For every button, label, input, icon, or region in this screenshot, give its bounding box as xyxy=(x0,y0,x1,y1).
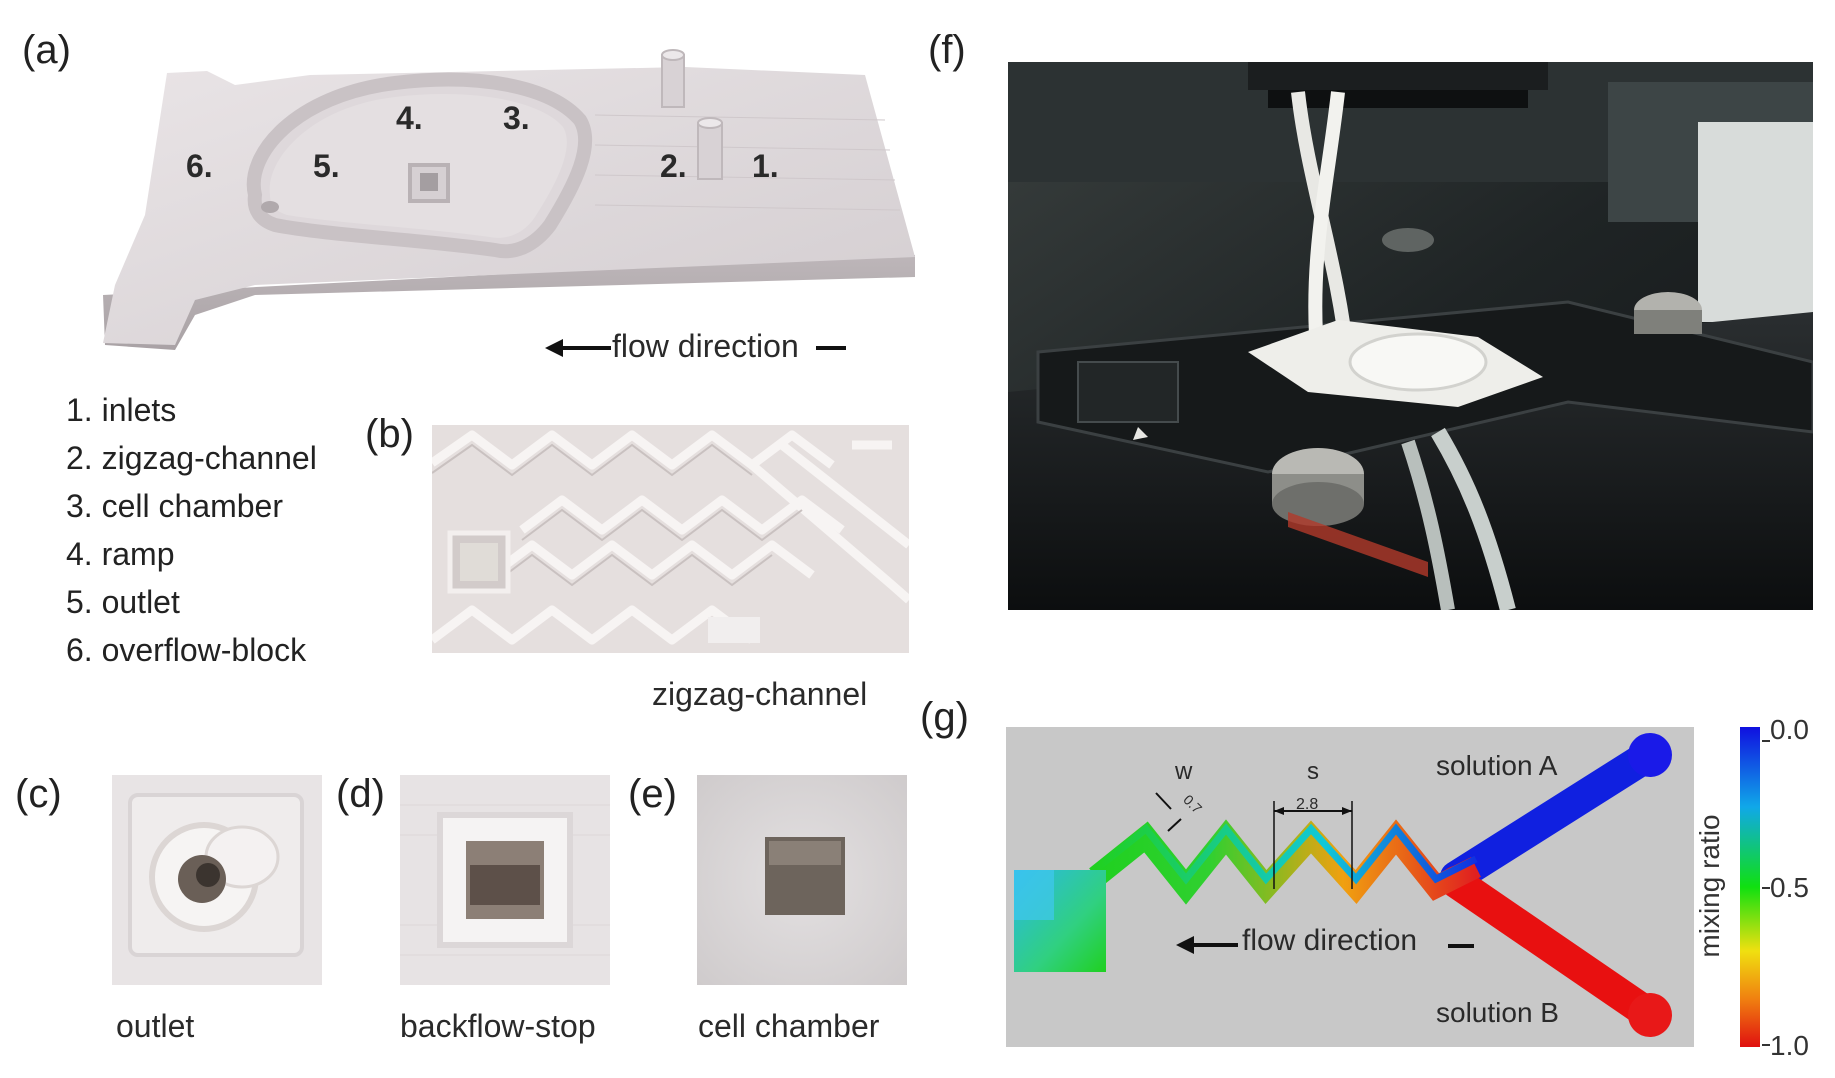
caption-zigzag-channel: zigzag-channel xyxy=(652,676,868,712)
panel-label-e: (e) xyxy=(628,772,677,816)
flow-dash xyxy=(816,346,846,350)
flow-dash xyxy=(1448,944,1474,948)
caption-backflow-stop: backflow-stop xyxy=(400,1008,596,1044)
marker-6: 6. xyxy=(186,148,213,184)
device-photo xyxy=(103,49,915,350)
colorbar-tick-top: 0.0 xyxy=(1770,714,1809,745)
panel-label-b: (b) xyxy=(365,412,414,456)
legend-item: 3. cell chamber xyxy=(66,488,283,524)
panel-label-c: (c) xyxy=(15,772,62,816)
zigzag-photo xyxy=(432,425,909,653)
backflow-stop-photo xyxy=(400,775,610,985)
colorbar-tick-mark xyxy=(1762,740,1770,742)
colorbar xyxy=(1740,727,1760,1047)
solution-a-label: solution A xyxy=(1436,750,1558,781)
marker-2: 2. xyxy=(660,148,687,184)
panel-label-g: (g) xyxy=(920,695,969,739)
label-s: s xyxy=(1307,758,1319,785)
colorbar-tick-mark xyxy=(1762,887,1770,889)
panel-label-a: (a) xyxy=(22,28,71,72)
cell-chamber-photo xyxy=(697,775,907,985)
zigzag-channel-image xyxy=(432,425,909,653)
legend-item: 1. inlets xyxy=(66,392,177,428)
panel-label-d: (d) xyxy=(336,772,385,816)
marker-4: 4. xyxy=(396,100,423,136)
colorbar-tick-bottom: 1.0 xyxy=(1770,1030,1809,1061)
marker-1: 1. xyxy=(752,148,779,184)
outlet-photo xyxy=(112,775,322,985)
marker-5: 5. xyxy=(313,148,340,184)
legend-item: 4. ramp xyxy=(66,536,175,572)
backflow-stop-image xyxy=(400,775,610,985)
microscope-setup-image xyxy=(1008,62,1813,610)
microscope-photo xyxy=(1008,62,1813,610)
caption-cell-chamber: cell chamber xyxy=(698,1008,880,1044)
solution-b-label: solution B xyxy=(1436,997,1559,1028)
flow-arrow-icon xyxy=(545,339,611,357)
label-w: w xyxy=(1175,758,1193,785)
legend-item: 2. zigzag-channel xyxy=(66,440,317,476)
flow-direction-label: flow direction xyxy=(1242,924,1418,957)
legend-item: 6. overflow-block xyxy=(66,632,307,668)
colorbar-tick-mark xyxy=(1762,1044,1770,1046)
flow-direction-label: flow direction xyxy=(612,328,799,364)
legend-item: 5. outlet xyxy=(66,584,180,620)
panel-label-f: (f) xyxy=(928,28,966,72)
legend-list: 1. inlets 2. zigzag-channel 3. cell cham… xyxy=(66,386,317,674)
simulation-channel-image xyxy=(1014,733,1672,1037)
flow-arrow-icon xyxy=(1176,936,1238,954)
colorbar-tick-mid: 0.5 xyxy=(1770,872,1809,903)
cell-chamber-image xyxy=(697,775,907,985)
dim-s: 2.8 xyxy=(1296,796,1319,813)
outlet-image xyxy=(112,775,322,985)
marker-3: 3. xyxy=(503,100,530,136)
caption-outlet: outlet xyxy=(116,1008,195,1044)
colorbar-title: mixing ratio xyxy=(1694,814,1725,958)
